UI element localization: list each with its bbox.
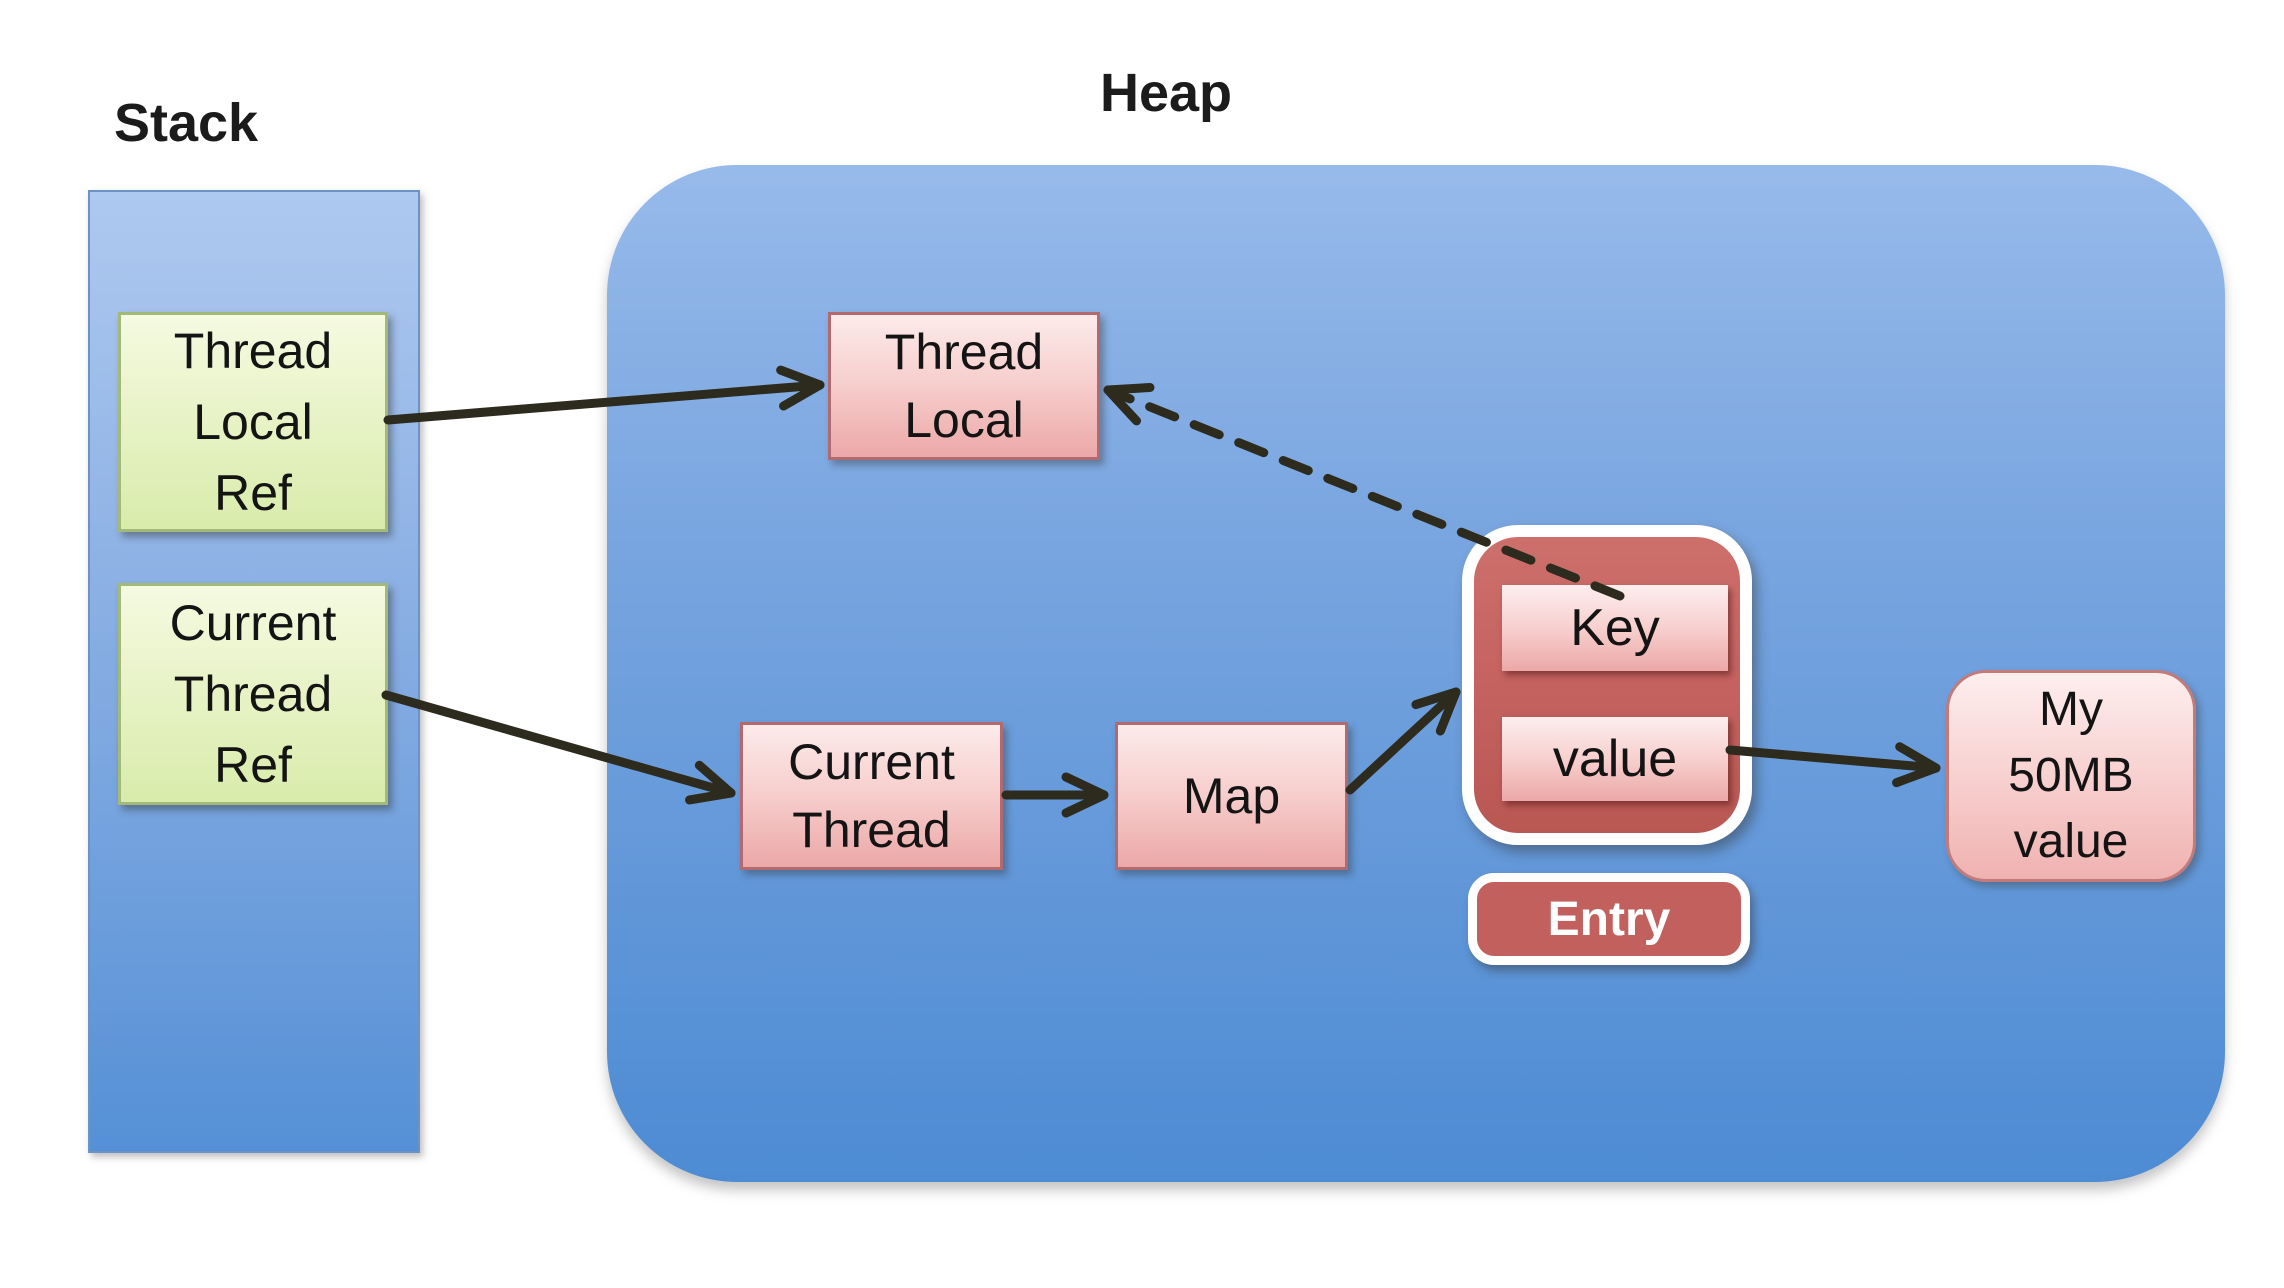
box-line: Thread (173, 665, 333, 722)
entry-badge-label: Entry (1547, 892, 1671, 946)
key-box: Key (1502, 585, 1728, 671)
box-line: Current (169, 594, 337, 651)
box-line: Thread (173, 322, 333, 379)
current-thread-box: Current Thread (740, 722, 1003, 870)
box-line: Ref (214, 736, 292, 793)
current-thread-ref-box: Current Thread Ref (118, 583, 388, 805)
box-line: My (2039, 683, 2103, 736)
value-box: value (1502, 717, 1728, 801)
thread-local-box: Thread Local (828, 312, 1100, 460)
box-line: value (2013, 815, 2129, 868)
box-line: Current (788, 734, 955, 790)
stack-label: Stack (113, 93, 259, 153)
thread-local-ref-box: Thread Local Ref (118, 312, 388, 532)
box-line: 50MB (2008, 749, 2134, 802)
box-line: Local (904, 392, 1024, 448)
box-line: value (1552, 730, 1678, 788)
box-line: Map (1182, 768, 1281, 824)
box-line: Ref (214, 464, 292, 521)
box-line: Thread (884, 324, 1044, 380)
box-line: Thread (792, 802, 951, 858)
map-box: Map (1115, 722, 1348, 870)
entry-badge: Entry (1468, 873, 1750, 965)
box-line: Key (1570, 599, 1660, 657)
box-line: Local (193, 393, 313, 450)
heap-label: Heap (1099, 63, 1233, 123)
my-50mb-value-box: My 50MB value (1946, 670, 2196, 882)
